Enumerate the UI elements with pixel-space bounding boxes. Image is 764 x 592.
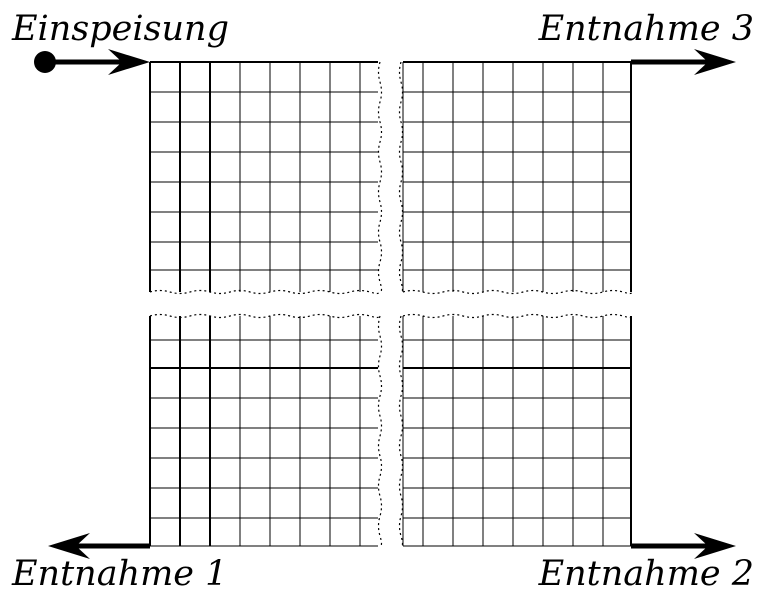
break-line-horizontal: [402, 313, 632, 319]
arrowhead-left-icon: [48, 533, 90, 559]
grid-quadrant-bottom-left: [149, 316, 378, 547]
break-line-vertical: [377, 315, 383, 547]
break-line-horizontal: [402, 289, 632, 295]
label-withdrawal-1: Entnahme 1: [11, 554, 227, 592]
withdrawal-1-arrow: [48, 533, 150, 559]
label-feed-in: Einspeisung: [11, 9, 229, 49]
arrowhead-right-icon: [694, 49, 736, 75]
withdrawal-3-arrow: [631, 49, 736, 75]
break-line-horizontal: [149, 289, 379, 295]
break-line-vertical: [377, 61, 383, 293]
grid-quadrant-top-left: [149, 61, 378, 292]
arrowhead-right-icon: [694, 533, 736, 559]
withdrawal-2-arrow: [631, 533, 736, 559]
break-line-vertical: [398, 315, 404, 547]
label-withdrawal-3: Entnahme 3: [538, 9, 754, 49]
break-lines: [149, 61, 632, 547]
grid-quadrant-top-right: [402, 61, 632, 292]
label-withdrawal-2: Entnahme 2: [538, 554, 754, 592]
break-line-horizontal: [149, 313, 379, 319]
grid-quadrant-bottom-right: [402, 316, 632, 547]
feed-in-arrow: [34, 49, 150, 75]
arrowhead-right-icon: [108, 49, 150, 75]
break-line-vertical: [398, 61, 404, 293]
